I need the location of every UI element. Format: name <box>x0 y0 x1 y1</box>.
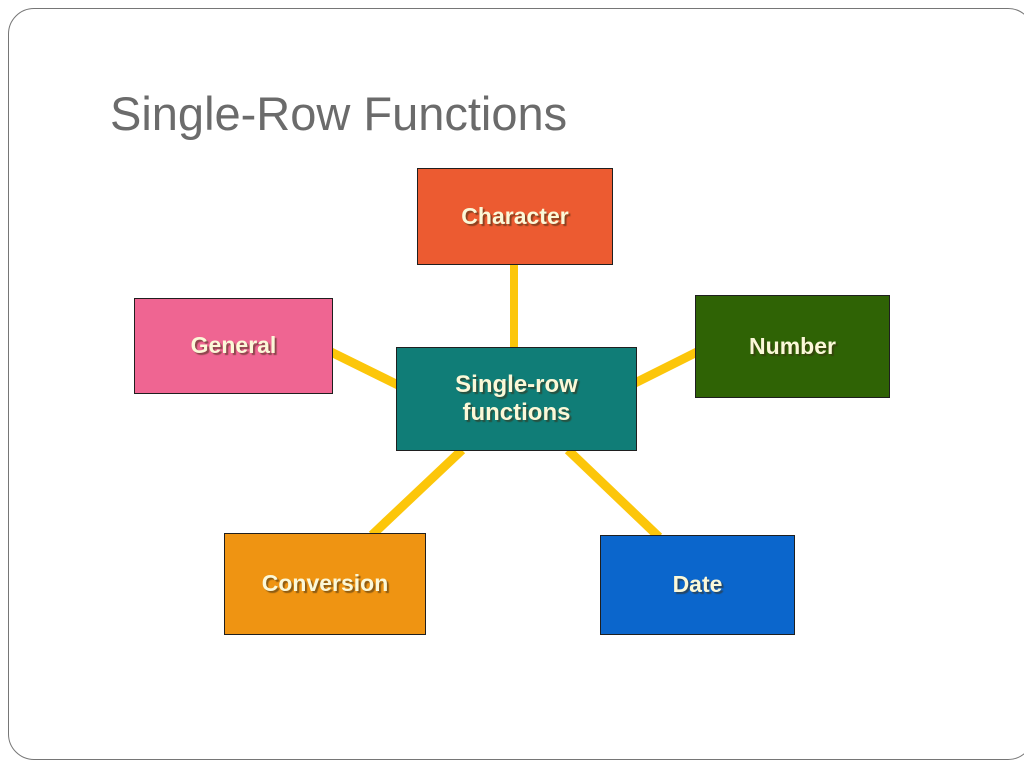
diagram-node-number-label: Number <box>749 332 836 359</box>
diagram-node-character-label: Character <box>461 202 569 229</box>
connector-center-date <box>564 446 663 541</box>
diagram-node-conversion[interactable]: Conversion <box>224 533 426 635</box>
connector-center-general <box>329 347 400 390</box>
page-title: Single-Row Functions <box>110 87 568 140</box>
connector-center-number <box>632 347 700 388</box>
diagram-node-number[interactable]: Number <box>695 295 890 398</box>
diagram-node-character[interactable]: Character <box>417 168 613 265</box>
diagram-node-center[interactable]: Single-row functions <box>396 347 637 451</box>
diagram-node-date[interactable]: Date <box>600 535 795 635</box>
diagram-node-center-label-line1: Single-row <box>455 370 578 398</box>
diagram-node-general-label: General <box>190 332 277 359</box>
diagram-node-center-label-line2: functions <box>462 399 571 426</box>
connector-center-conversion <box>368 446 466 539</box>
diagram-node-date-label: Date <box>672 571 723 598</box>
diagram-node-conversion-label: Conversion <box>261 570 389 597</box>
diagram-node-general[interactable]: General <box>134 298 333 394</box>
